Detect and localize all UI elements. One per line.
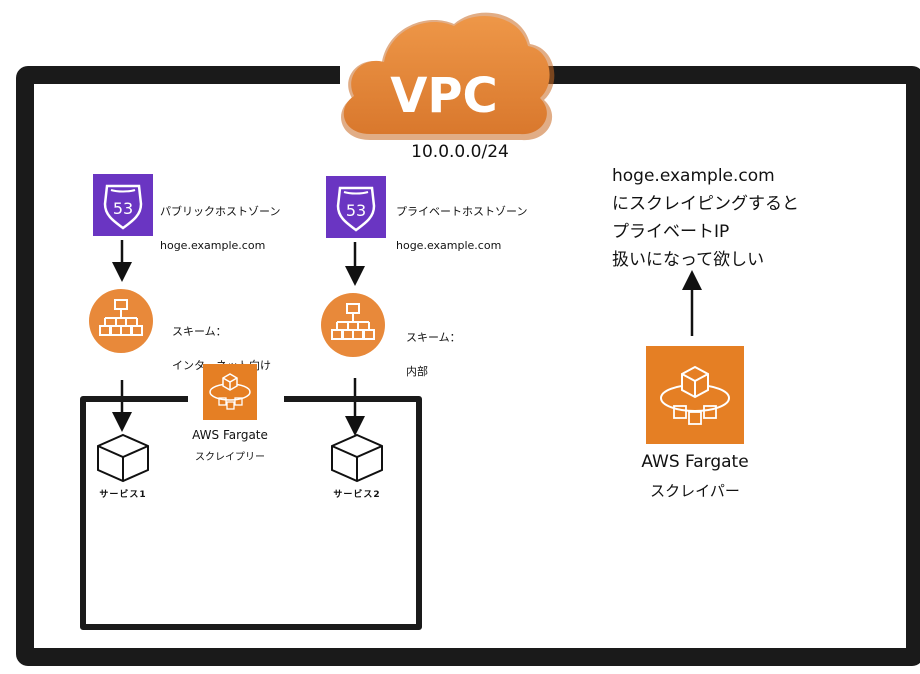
route53-badge: 53 — [346, 201, 366, 220]
note-line-2: にスクレイピングすると — [612, 194, 799, 214]
internal-load-balancer-icon — [320, 292, 386, 358]
route53-public-icon: 53 — [93, 174, 153, 236]
fargate-scraper-title: AWS Fargate — [641, 452, 749, 472]
vpc-cidr: 10.0.0.0/24 — [411, 142, 509, 162]
route53-badge: 53 — [113, 199, 133, 218]
cloud-icon: VPC — [340, 12, 555, 141]
public-lb-scheme: スキーム： — [172, 325, 227, 338]
fargate-scraper-subtitle: スクレイパー — [650, 482, 740, 500]
public-zone-label: パブリックホストゾーン hoge.example.com — [160, 186, 280, 271]
vpc-boundary — [16, 66, 920, 666]
internal-lb-scheme: スキーム： — [406, 331, 461, 344]
fargate-scraper-icon — [646, 346, 744, 444]
note-line-4: 扱いになって欲しい — [612, 250, 765, 270]
private-zone-domain: hoge.example.com — [396, 239, 502, 252]
service1-label: サービス1 — [99, 490, 147, 500]
fargate-scrapery-title: AWS Fargate — [192, 428, 268, 442]
service2-icon — [328, 432, 386, 488]
scraping-note: hoge.example.com にスクレイピングすると プライベートIP 扱い… — [612, 162, 799, 274]
fargate-scrapery-icon — [203, 364, 257, 420]
note-line-1: hoge.example.com — [612, 166, 775, 186]
private-zone-label: プライベートホストゾーン hoge.example.com — [396, 186, 527, 271]
route53-private-icon: 53 — [326, 176, 386, 238]
private-zone-name: プライベートホストゾーン — [396, 205, 528, 218]
internal-lb-label: スキーム： 内部 — [406, 312, 461, 397]
vpc-title: VPC — [390, 68, 498, 124]
public-load-balancer-icon — [88, 288, 154, 354]
internal-lb-type: 内部 — [406, 365, 428, 378]
service1-icon — [94, 432, 152, 488]
vpc-cloud: VPC — [330, 0, 560, 148]
service2-label: サービス2 — [333, 490, 381, 500]
note-line-3: プライベートIP — [612, 222, 730, 242]
public-zone-domain: hoge.example.com — [160, 239, 266, 252]
fargate-scrapery-subtitle: スクレイプリー — [195, 452, 265, 463]
public-zone-name: パブリックホストゾーン — [160, 205, 281, 218]
